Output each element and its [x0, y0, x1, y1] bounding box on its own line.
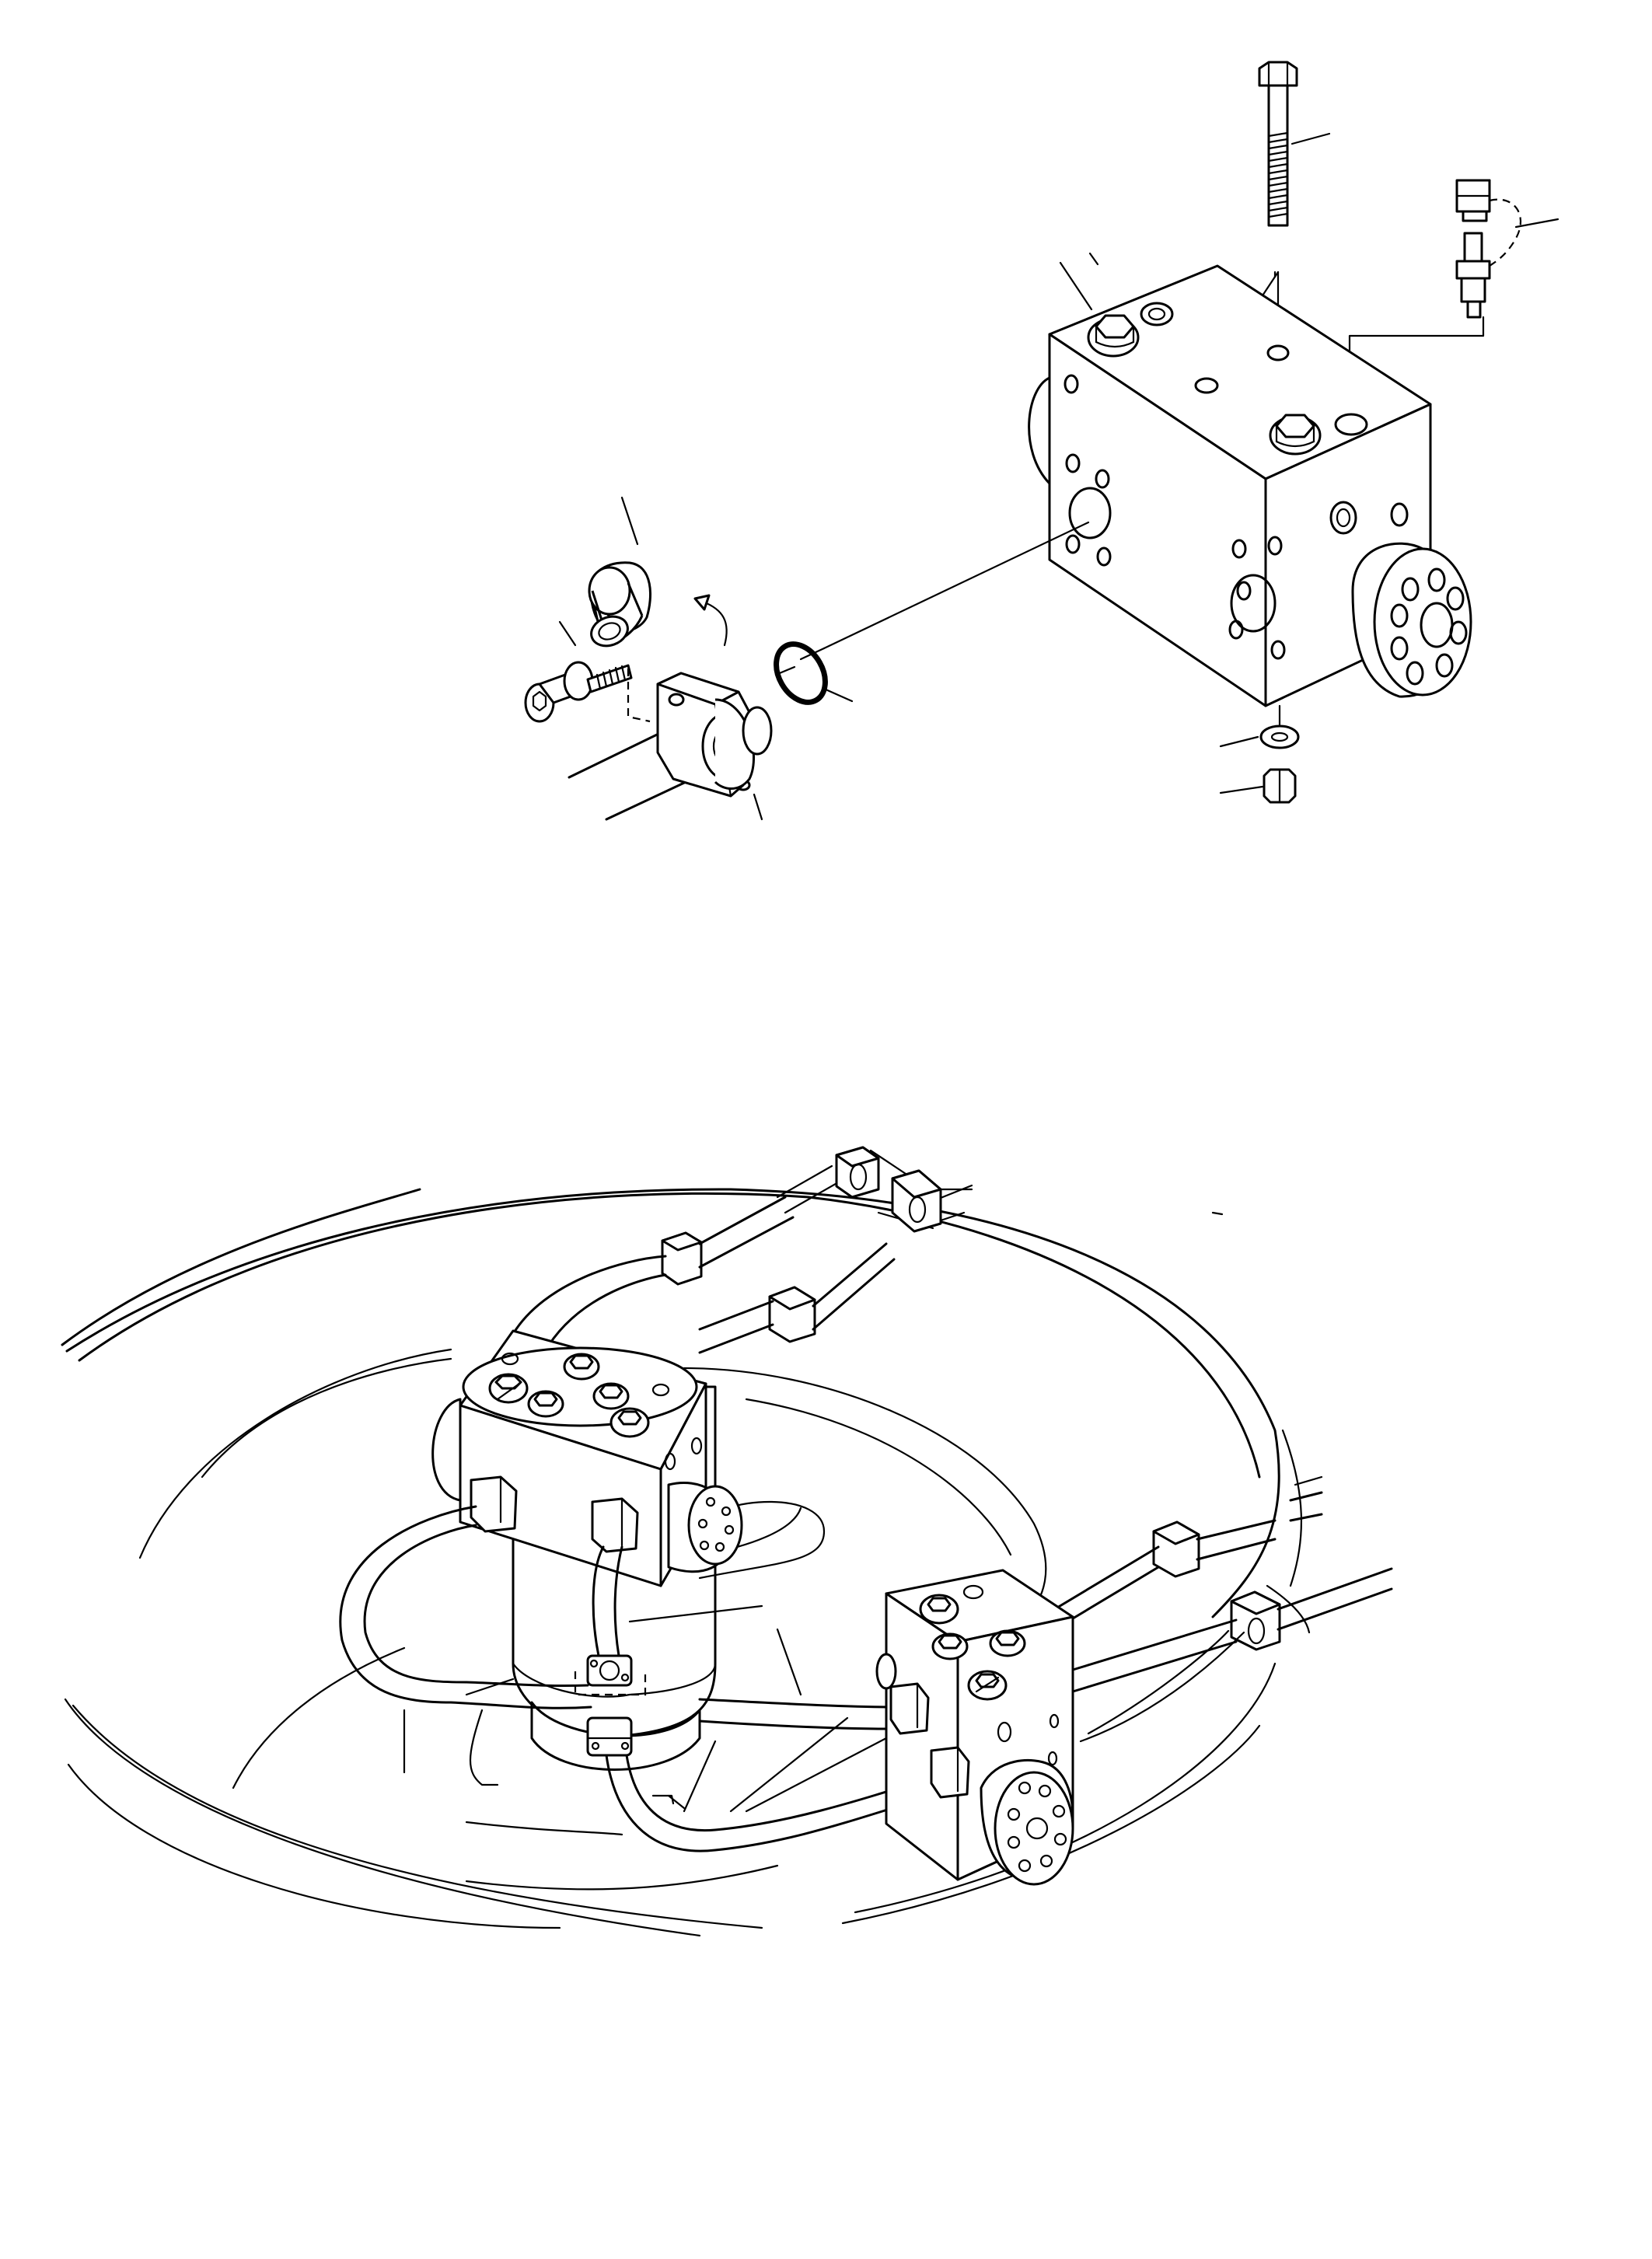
test-port-fitting — [1455, 179, 1559, 319]
manifold-bolt-4 — [592, 1382, 630, 1410]
long-bolt — [1258, 61, 1331, 227]
pipe-clamp-3 — [661, 1231, 703, 1286]
o-ring — [774, 641, 854, 705]
pipe-clamp-5 — [1152, 1521, 1200, 1578]
valve-bolt-1 — [919, 1594, 959, 1625]
valve-bolt-4 — [967, 1670, 1008, 1701]
pipe-clamp-2 — [891, 1169, 942, 1233]
installed-view — [61, 1146, 1393, 1937]
flange-cap — [588, 496, 728, 648]
swivel-bottom-fitting — [586, 1716, 633, 1757]
pipe-clamp-1 — [835, 1146, 880, 1199]
manifold-bolt-3 — [527, 1390, 564, 1418]
nut — [1219, 768, 1297, 804]
swivel-manifold-block — [431, 1329, 743, 1587]
valve-block — [1028, 252, 1472, 707]
pipe-clamp-6 — [1230, 1590, 1281, 1651]
valve-end-cap-holes — [1007, 1781, 1067, 1873]
hoses — [339, 1505, 934, 1852]
pipe-clamp-4 — [768, 1286, 816, 1343]
valve-bolt-2 — [931, 1632, 969, 1660]
manifold-bolt-5 — [609, 1407, 650, 1438]
valve-fitting-1 — [889, 1682, 930, 1735]
manifold-end-cap-holes — [697, 1496, 735, 1552]
split-flange — [568, 672, 773, 821]
manifold-fitting-left — [470, 1475, 518, 1533]
leader-lines-bottom — [651, 1188, 1323, 1813]
socket-head-screw — [524, 620, 651, 723]
installed-valve-block — [875, 1569, 1074, 1886]
upper-tubes — [512, 1196, 1393, 1743]
manifold-bolt-1 — [488, 1373, 529, 1404]
washer — [1219, 724, 1300, 749]
valve-bolt-3 — [989, 1629, 1026, 1657]
end-cap-bolt-holes — [1390, 567, 1468, 686]
valve-fitting-2 — [930, 1746, 970, 1799]
manifold-bolt-2 — [563, 1353, 600, 1381]
exploded-view — [524, 61, 1559, 821]
top-hex-bolt-1 — [1087, 314, 1140, 358]
top-hex-bolt-2 — [1269, 414, 1322, 456]
manifold-fitting-center — [591, 1497, 639, 1553]
swivel-port-flange — [574, 1654, 647, 1696]
